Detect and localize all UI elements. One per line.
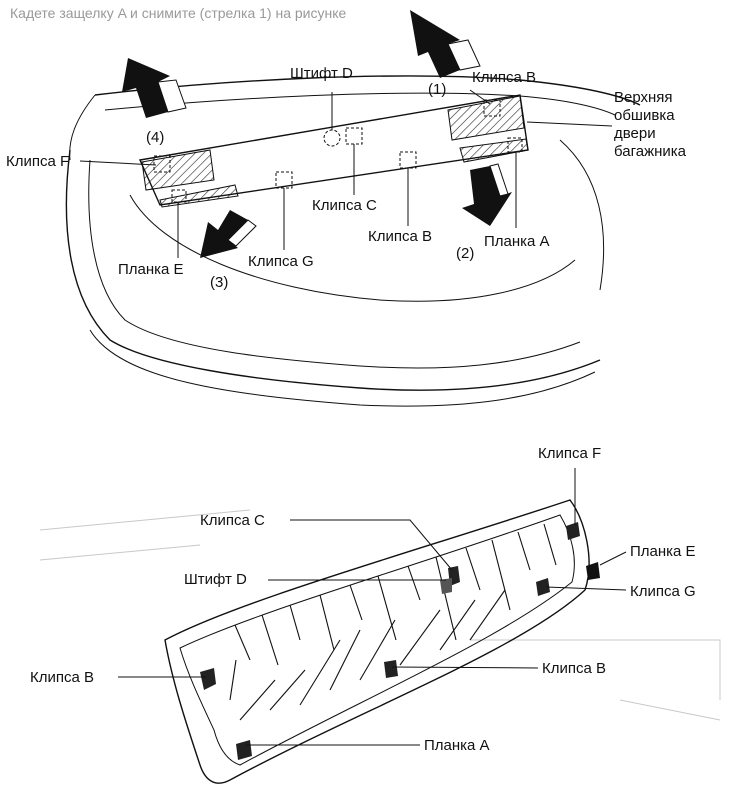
arrow-step-2 bbox=[462, 163, 512, 226]
leader-b-plate-e bbox=[599, 551, 627, 566]
label-b-clip-b-right: Клипса B bbox=[542, 660, 606, 677]
leader-b-clip-c bbox=[290, 519, 453, 571]
clip-c-marker bbox=[345, 127, 363, 145]
clip-b-mid-marker bbox=[399, 151, 417, 169]
window-line bbox=[129, 194, 576, 302]
label-clip-g: Клипса G bbox=[248, 253, 314, 270]
label-trim-line4: багажника bbox=[614, 143, 687, 160]
label-pin-d: Штифт D bbox=[290, 65, 353, 82]
pin-d-part bbox=[440, 578, 452, 594]
trunk-inner-outline bbox=[88, 159, 581, 369]
clip-f-marker bbox=[153, 155, 171, 173]
step-3: (3) bbox=[210, 274, 228, 291]
left-pillar bbox=[69, 94, 96, 161]
leader-clip-b-top bbox=[469, 89, 491, 105]
leader-clip-f bbox=[79, 160, 157, 166]
bottom-diagram: Клипса F Клипса C Планка E Штифт D Клипс… bbox=[30, 445, 721, 784]
hatched-strip-b bbox=[447, 95, 525, 141]
plate-a-marker bbox=[507, 137, 523, 153]
roof-edge-inner bbox=[104, 92, 616, 116]
background-ghost-lines bbox=[39, 509, 721, 721]
hatched-strip-f bbox=[141, 149, 215, 191]
plate-e-marker bbox=[171, 189, 187, 203]
arrow-step-3 bbox=[200, 210, 257, 258]
label-b-plate-e: Планка E bbox=[630, 543, 696, 560]
trim-panel-inner-edge bbox=[179, 514, 575, 766]
label-trim-line1: Верхняя bbox=[614, 89, 673, 106]
top-diagram: Штифт D Клипса B Верхняя обшивка двери б… bbox=[6, 10, 687, 407]
arrow-step-1 bbox=[410, 10, 481, 78]
leader-b-clip-g bbox=[545, 586, 627, 591]
plate-e-part bbox=[586, 562, 600, 580]
step-1: (1) bbox=[428, 81, 446, 98]
label-b-clip-f: Клипса F bbox=[538, 445, 601, 462]
label-b-pin-d: Штифт D bbox=[184, 571, 247, 588]
leader-trim bbox=[526, 121, 613, 127]
step-4: (4) bbox=[146, 129, 164, 146]
clip-b-left-part bbox=[200, 668, 216, 690]
clip-g-part bbox=[536, 578, 550, 596]
step-2: (2) bbox=[456, 245, 474, 262]
label-plate-e: Планка E bbox=[118, 261, 184, 278]
label-b-plate-a: Планка A bbox=[424, 737, 490, 754]
trim-panel-outline bbox=[164, 499, 590, 784]
right-body-line bbox=[559, 139, 605, 291]
hatched-strip-a bbox=[459, 138, 529, 163]
pin-d-marker bbox=[323, 129, 341, 147]
panel-ribs bbox=[229, 523, 557, 721]
label-clip-f: Клипса F bbox=[6, 153, 69, 170]
label-clip-c: Клипса C bbox=[312, 197, 377, 214]
label-b-clip-c: Клипса C bbox=[200, 512, 265, 529]
label-trim-line3: двери bbox=[614, 125, 656, 142]
label-clip-b-mid: Клипса B bbox=[368, 228, 432, 245]
clip-b-top-marker bbox=[483, 99, 501, 117]
clip-b-right-part bbox=[384, 660, 398, 678]
label-plate-a: Планка A bbox=[484, 233, 550, 250]
roof-edge bbox=[94, 75, 641, 106]
arrow-step-4 bbox=[122, 58, 187, 118]
leader-b-clip-b-right bbox=[391, 666, 539, 669]
clip-f-part bbox=[566, 522, 580, 540]
label-b-clip-g: Клипса G bbox=[630, 583, 696, 600]
label-trim-line2: обшивка bbox=[614, 107, 675, 124]
plate-a-part bbox=[236, 740, 252, 760]
label-b-clip-b-left: Клипса B bbox=[30, 669, 94, 686]
header-text: Кадете защелку A и снимите (стрелка 1) н… bbox=[10, 5, 347, 21]
trunk-lower-edge bbox=[89, 329, 596, 407]
label-clip-b-top: Клипса B bbox=[472, 69, 536, 86]
trunk-lid-outline bbox=[65, 149, 601, 391]
